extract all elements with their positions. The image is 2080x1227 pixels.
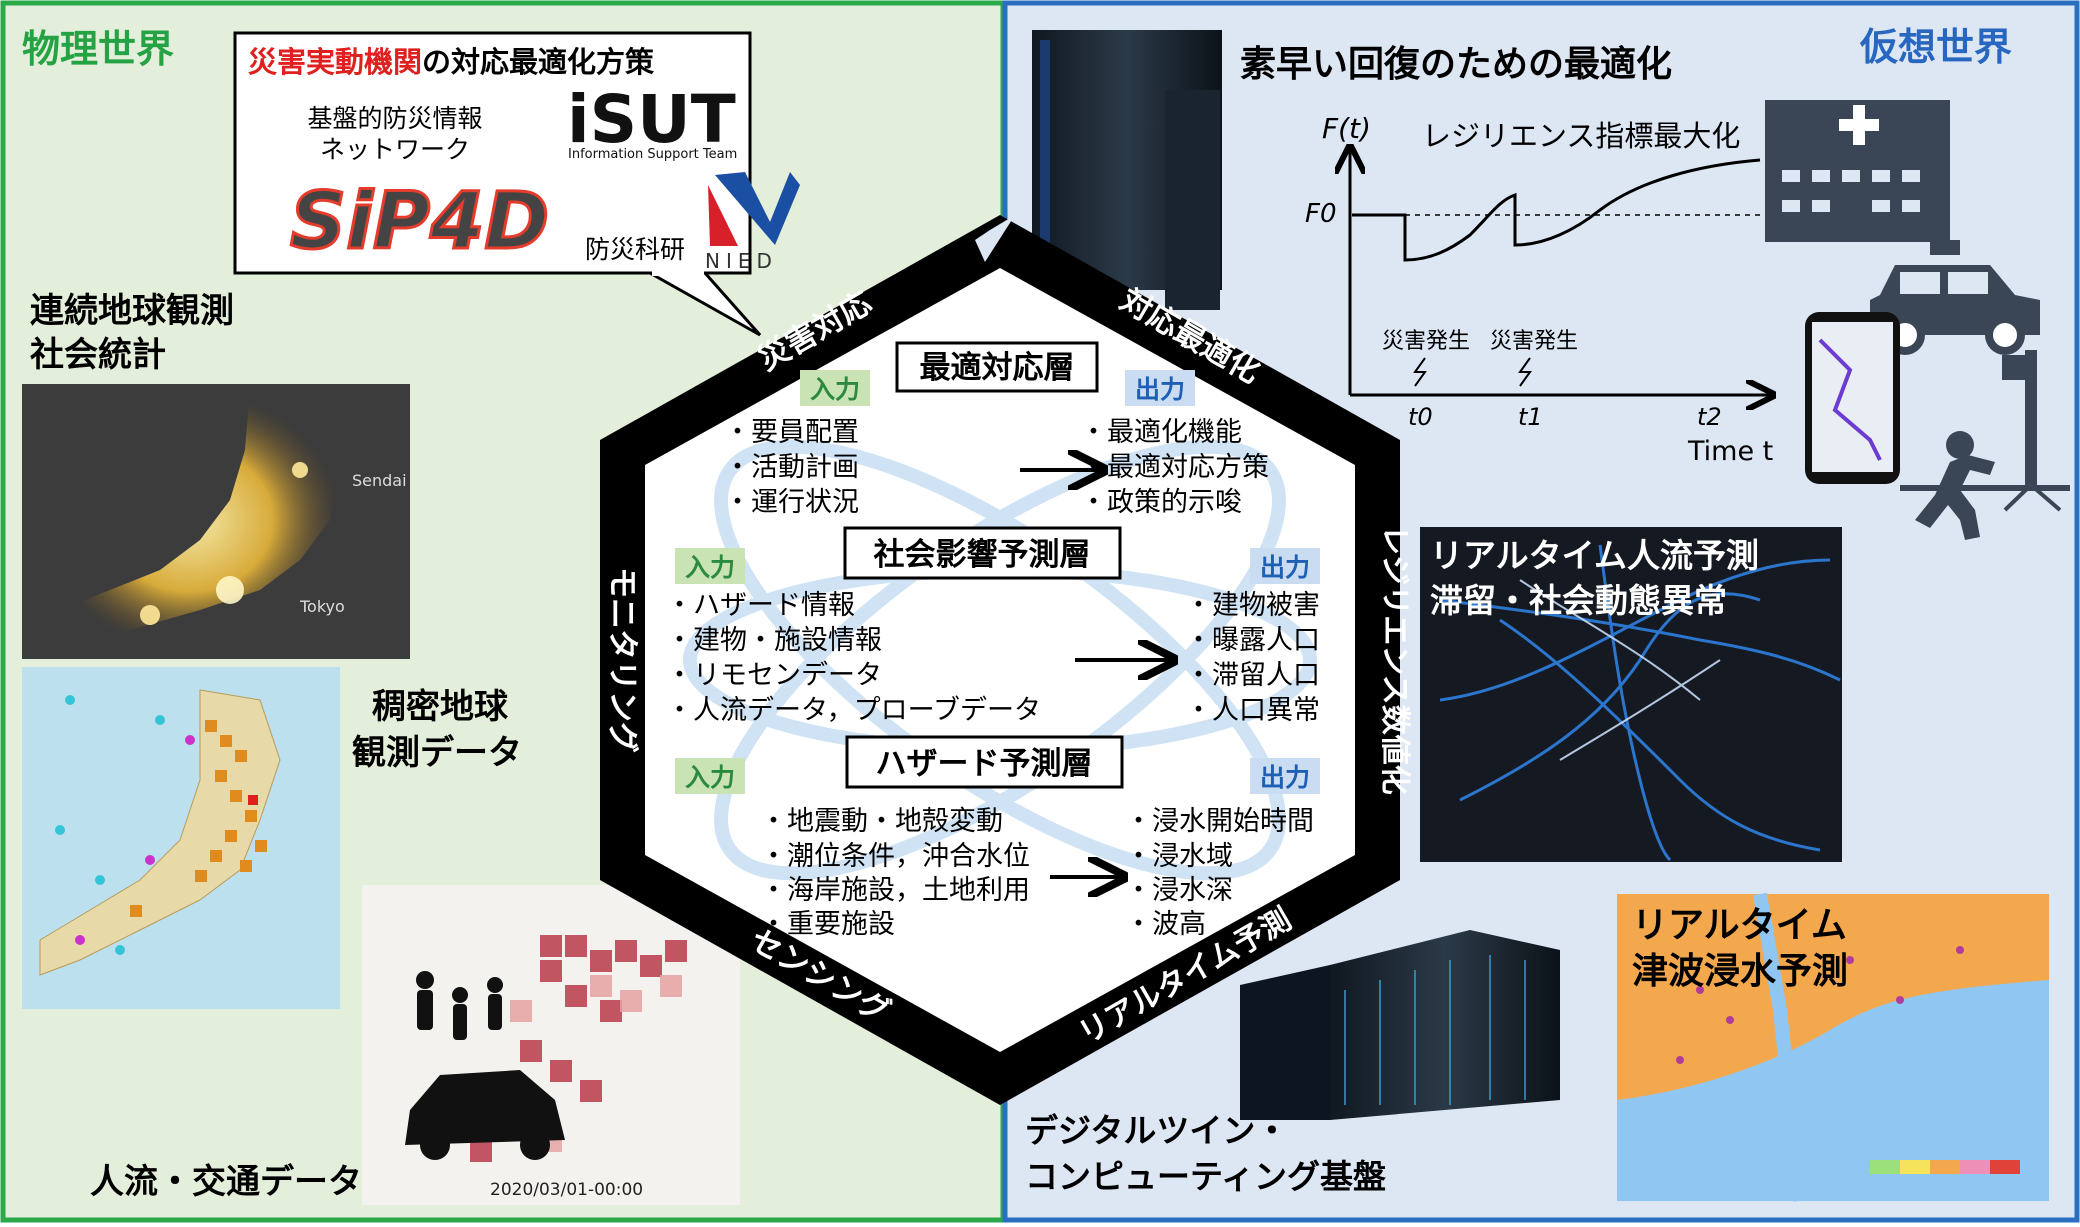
hexagon-cycle: 災害対応 対応最適化 レジリエンス数値化 リアルタイム予測 センシング モニタリ… xyxy=(600,215,1412,1105)
agency-title-red: 災害実動機関 xyxy=(248,45,422,79)
smartphone-icon xyxy=(1805,312,1900,484)
hexagon-chevrons xyxy=(975,215,1015,262)
tokyo-label: Tokyo xyxy=(299,597,345,616)
output-item: ・波高 xyxy=(1125,909,1206,940)
graph-t2: t2 xyxy=(1697,403,1722,431)
graph-metric: レジリエンス指標最大化 xyxy=(1422,119,1740,153)
dense-obs-line2: 観測データ xyxy=(352,733,522,773)
input-item: ・重要施設 xyxy=(760,909,895,940)
input-item: ・潮位条件，沖合水位 xyxy=(760,841,1030,872)
input-item: ・活動計画 xyxy=(724,452,859,483)
side-left: モニタリング xyxy=(604,567,640,753)
isut-sub: Information Support Team xyxy=(568,147,737,162)
isut-logo: iSUT xyxy=(567,81,736,158)
input-tag: 入力 xyxy=(810,375,860,404)
input-item: ・要員配置 xyxy=(724,417,859,448)
input-item: ・地震動・地殻変動 xyxy=(760,806,1003,837)
input-item: ・人流データ，プローブデータ xyxy=(666,695,1041,726)
network-label-line1: 基盤的防災情報 xyxy=(307,104,482,133)
camera-icon xyxy=(2002,350,2062,512)
input-item: ・ハザード情報 xyxy=(666,590,855,621)
tsunami-line1: リアルタイム xyxy=(1632,905,1847,946)
people-flow-heatmap: 2020/03/01-00:00 xyxy=(362,885,740,1205)
digital-twin-line2: コンピューティング基盤 xyxy=(1025,1157,1386,1196)
graph-event2: 災害発生 xyxy=(1490,329,1578,354)
continuous-obs-line1: 連続地球観測 xyxy=(30,291,234,331)
realtime-people-line1: リアルタイム人流予測 xyxy=(1430,536,1759,575)
sendai-label: Sendai xyxy=(352,471,407,490)
layer-optimal-response: 最適対応層 入力 出力 ・要員配置 ・活動計画 ・運行状況 ・最適化機能 ・最適… xyxy=(724,341,1269,518)
graph-xlabel: Time t xyxy=(1687,436,1773,467)
layer-hazard-prediction: ハザード予測層 入力 出力 ・地震動・地殻変動 ・潮位条件，沖合水位 ・海岸施設… xyxy=(675,735,1320,940)
layer-title: ハザード予測層 xyxy=(876,746,1093,782)
dense-obs-line1: 稠密地球 xyxy=(372,687,509,727)
people-flow-label: 人流・交通データ xyxy=(90,1162,362,1202)
output-tag: 出力 xyxy=(1260,553,1310,582)
layer-title: 社会影響予測層 xyxy=(874,537,1091,573)
realtime-people-flow-map: リアルタイム人流予測 滞留・社会動態異常 xyxy=(1420,527,1842,862)
people-silhouettes xyxy=(405,971,565,1160)
quantum-computer-image xyxy=(1032,30,1222,310)
physical-world-title: 物理世界 xyxy=(22,27,174,71)
side-right: レジリエンス数値化 xyxy=(1377,525,1412,794)
virtual-world-title: 仮想世界 xyxy=(1859,25,2012,69)
hospital-icon xyxy=(1765,100,1950,242)
output-item: ・浸水開始時間 xyxy=(1125,806,1314,837)
digital-twin-line1: デジタルツイン・ xyxy=(1025,1111,1288,1150)
tsunami-legend xyxy=(1870,1160,2020,1174)
layer-title: 最適対応層 xyxy=(920,350,1075,386)
input-item: ・海岸施設，土地利用 xyxy=(760,875,1030,906)
input-item: ・建物・施設情報 xyxy=(666,625,882,656)
graph-f0: F0 xyxy=(1305,199,1337,229)
heatmap-date: 2020/03/01-00:00 xyxy=(490,1180,643,1200)
continuous-obs-line2: 社会統計 xyxy=(30,335,166,375)
graph-event1: 災害発生 xyxy=(1382,329,1470,354)
input-item: ・運行状況 xyxy=(724,487,859,518)
tsunami-line2: 津波浸水予測 xyxy=(1632,951,1848,992)
running-person-icon xyxy=(1900,431,2070,540)
nied-logo: NIED xyxy=(705,249,778,273)
input-tag: 入力 xyxy=(685,553,735,582)
output-item: ・最適化機能 xyxy=(1080,417,1242,448)
nied-mark xyxy=(715,172,800,245)
graph-ylabel: F(t) xyxy=(1322,112,1371,145)
output-item: ・建物被害 xyxy=(1185,590,1320,621)
output-item: ・浸水域 xyxy=(1125,841,1233,872)
output-item: ・最適対応方策 xyxy=(1080,452,1269,483)
lightning-icon xyxy=(1413,357,1427,387)
output-item: ・政策的示唆 xyxy=(1080,487,1242,518)
output-item: ・滞留人口 xyxy=(1185,660,1320,691)
agency-title: 災害実動機関の対応最適化方策 xyxy=(248,45,655,79)
agency-box: 災害実動機関の対応最適化方策 基盤的防災情報 ネットワーク SiP4D iSUT… xyxy=(233,31,800,337)
supercomputer-image xyxy=(1240,930,1560,1120)
recovery-title: 素早い回復のための最適化 xyxy=(1240,44,1672,85)
graph-t1: t1 xyxy=(1518,403,1543,431)
input-tag: 入力 xyxy=(685,763,735,792)
layer-social-impact: 社会影響予測層 入力 出力 ・ハザード情報 ・建物・施設情報 ・リモセンデータ … xyxy=(666,526,1320,726)
lightning-icon xyxy=(1518,357,1532,387)
output-tag: 出力 xyxy=(1135,375,1185,404)
input-item: ・リモセンデータ xyxy=(666,660,882,691)
output-tag: 出力 xyxy=(1260,763,1310,792)
graph-t0: t0 xyxy=(1408,403,1433,431)
output-item: ・曝露人口 xyxy=(1185,625,1320,656)
dense-obs-map xyxy=(22,667,340,1009)
sip4d-logo: SiP4D xyxy=(290,177,549,267)
realtime-people-line2: 滞留・社会動態異常 xyxy=(1430,581,1727,620)
output-item: ・人口異常 xyxy=(1185,695,1320,726)
resilience-graph: F(t) F0 レジリエンス指標最大化 災害発生 災害発生 t0 t1 t2 T… xyxy=(1305,112,1773,467)
agency-title-rest: の対応最適化方策 xyxy=(422,45,655,79)
tsunami-map: リアルタイム 津波浸水予測 xyxy=(1617,892,2049,1202)
network-label-line2: ネットワーク xyxy=(320,135,470,164)
nied-label: 防災科研 xyxy=(585,235,685,264)
output-item: ・浸水深 xyxy=(1125,875,1233,906)
night-lights-map: Sendai Tokyo xyxy=(22,384,410,659)
